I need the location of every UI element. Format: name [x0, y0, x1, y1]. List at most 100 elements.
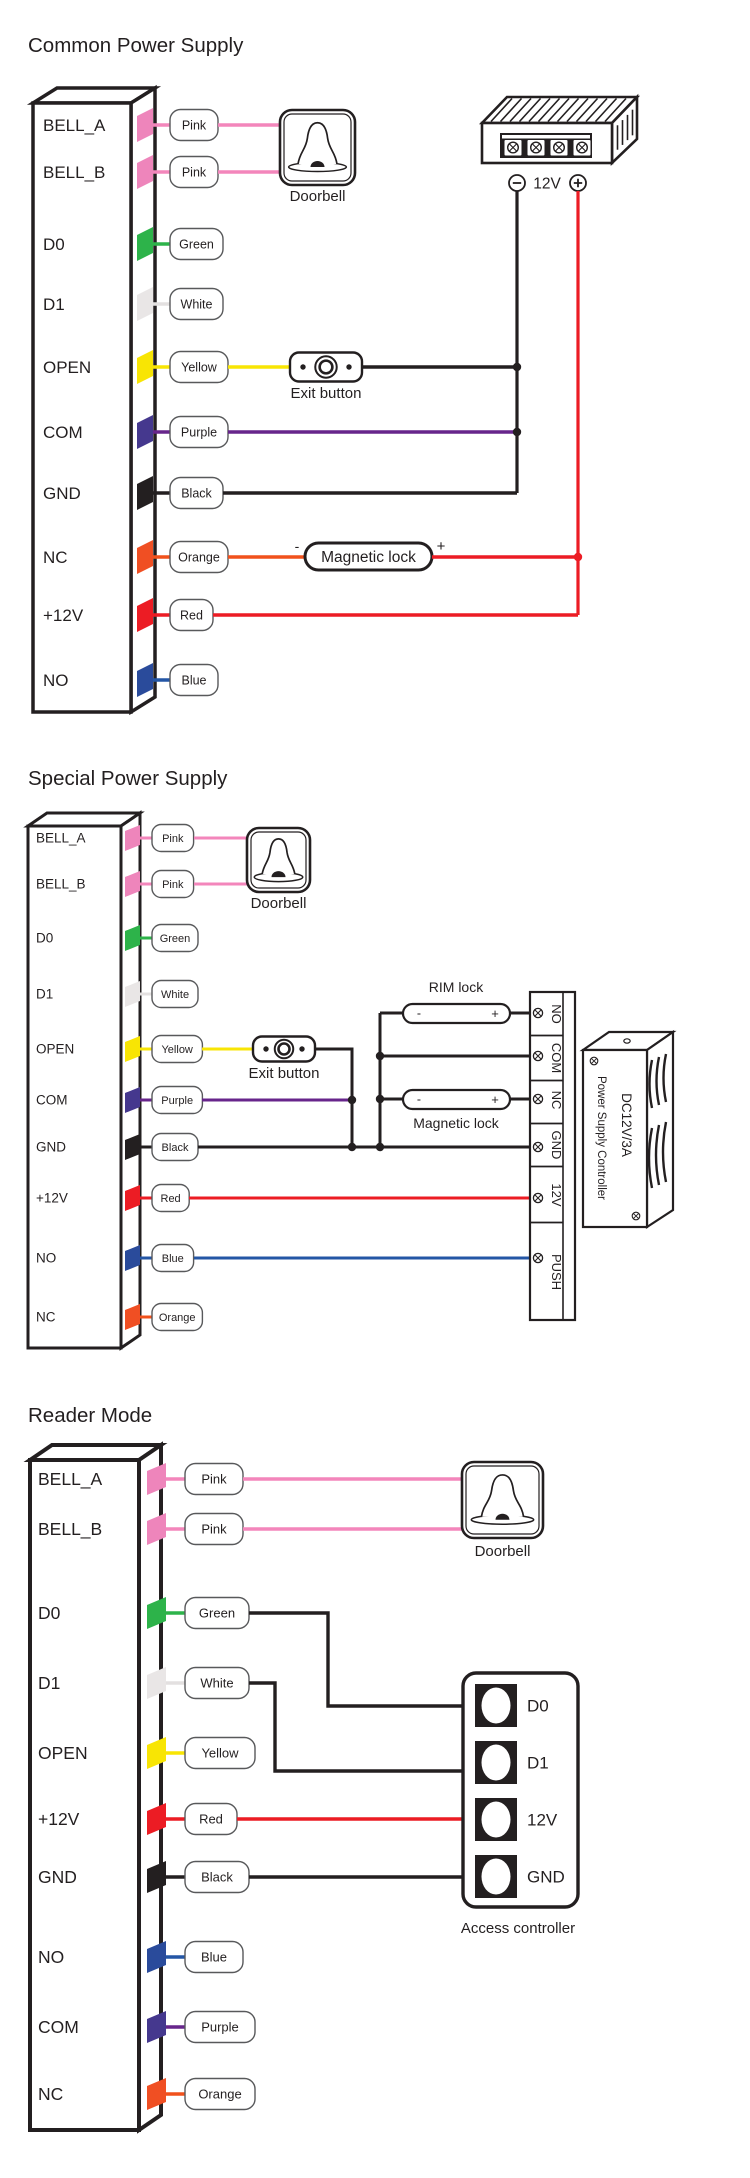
terminal-label: D1: [38, 1673, 60, 1693]
wire-label: Purple: [181, 426, 217, 440]
wire-label: Yellow: [181, 361, 218, 375]
controller-top-screw: [623, 1038, 631, 1044]
junction-dot: [573, 552, 583, 562]
section-title: Special Power Supply: [28, 767, 228, 790]
wire-label-pill: [184, 2077, 256, 2111]
wire-label: Blue: [181, 674, 206, 688]
lock-minus-label: -: [417, 1093, 421, 1107]
wire-label: Pink: [182, 119, 207, 133]
color-tab: [137, 476, 153, 510]
color-tab: [147, 1513, 166, 1545]
bell-icon: [297, 121, 338, 165]
exit-button-ring-icon: [277, 1042, 291, 1056]
exit-button-caption: Exit button: [249, 1065, 320, 1082]
terminal-label: NC: [43, 548, 68, 567]
device-body: [31, 101, 133, 714]
exit-button-ring-icon: [318, 359, 334, 375]
wire-label-pill: [169, 663, 219, 697]
device-body: [26, 824, 123, 1350]
terminal-label: GND: [36, 1140, 66, 1155]
wire-label: Blue: [162, 1253, 184, 1265]
wire: [315, 1047, 354, 1147]
vent-slot: [648, 1059, 654, 1109]
strip-terminal-label: PUSH: [549, 1254, 564, 1290]
terminal-label: NO: [36, 1251, 56, 1266]
wire-label: Orange: [159, 1312, 196, 1324]
terminal-label: BELL_B: [38, 1519, 102, 1540]
wire-label-pill: [151, 823, 195, 853]
junction-dot: [375, 1142, 385, 1152]
wire-label: Pink: [201, 1522, 227, 1537]
access-terminal-hole: [481, 1744, 511, 1781]
exit-button-dot-icon: [300, 364, 306, 370]
bell-clapper-icon: [495, 1513, 510, 1520]
hatch-line: [528, 97, 551, 123]
wire-label: White: [161, 989, 189, 1001]
hatch-line: [499, 97, 523, 123]
terminal-label: NO: [38, 1947, 64, 1967]
terminal-label: BELL_B: [43, 163, 105, 182]
screw-icon: [555, 143, 563, 152]
wire-label: Pink: [201, 1472, 227, 1487]
color-tab: [137, 415, 153, 449]
terminal-label: BELL_A: [43, 116, 106, 135]
wire-label: Green: [179, 238, 214, 252]
hatch-line: [643, 99, 664, 122]
color-tab: [147, 1803, 166, 1835]
junction-dot: [375, 1094, 385, 1104]
terminal-label: BELL_B: [36, 877, 86, 892]
color-tab: [125, 1304, 140, 1330]
hatch-line: [537, 97, 561, 123]
plus-glyph: [573, 178, 583, 188]
terminal-label: COM: [38, 2017, 79, 2037]
color-tab: [125, 1036, 140, 1062]
screw-icon: [578, 143, 586, 152]
hatch-line: [547, 97, 570, 123]
doorbell-caption: Doorbell: [251, 895, 307, 912]
vent-slot: [647, 1127, 654, 1189]
color-tab: [147, 1941, 166, 1973]
wire-label-pill: [151, 923, 199, 953]
screw-icon: [534, 1143, 542, 1151]
wire-label: White: [181, 298, 213, 312]
terminal-label: D0: [36, 931, 53, 946]
controller-name: Power Supply Controller: [595, 1076, 607, 1200]
doorbell-icon: [465, 1465, 540, 1535]
power-voltage-label: 12V: [533, 176, 561, 193]
terminal-label: D0: [38, 1603, 61, 1623]
color-tab: [137, 663, 153, 697]
wire-label: Yellow: [161, 1044, 192, 1056]
wire-label: Orange: [198, 2087, 241, 2102]
terminal-label: COM: [43, 423, 83, 442]
color-tab: [125, 871, 140, 897]
terminal-label: NO: [43, 671, 69, 690]
color-tab: [137, 598, 153, 632]
doorbell-icon: [283, 113, 352, 182]
wire-label: Red: [199, 1812, 223, 1827]
section-title: Reader Mode: [28, 1404, 152, 1427]
terminal-label: OPEN: [36, 1042, 74, 1057]
screw-icon: [534, 1009, 542, 1017]
terminal-label: +12V: [38, 1809, 80, 1829]
screw-icon: [534, 1052, 542, 1060]
color-tab: [147, 1861, 166, 1893]
terminal-label: D1: [43, 295, 65, 314]
terminal-label: GND: [43, 484, 81, 503]
lock-plus-label: +: [491, 1092, 499, 1107]
access-terminal-label: 12V: [527, 1811, 558, 1830]
wire-label: Pink: [162, 833, 184, 845]
hatch-line: [594, 97, 618, 123]
wire-label: Blue: [201, 1950, 227, 1965]
access-terminal-label: D0: [527, 1697, 549, 1716]
wire-label: Green: [160, 933, 191, 945]
color-tab: [147, 1463, 166, 1495]
vent-slot: [661, 1121, 668, 1183]
lock-plus-label: +: [491, 1006, 499, 1021]
strip-terminal-label: NO: [549, 1004, 564, 1024]
